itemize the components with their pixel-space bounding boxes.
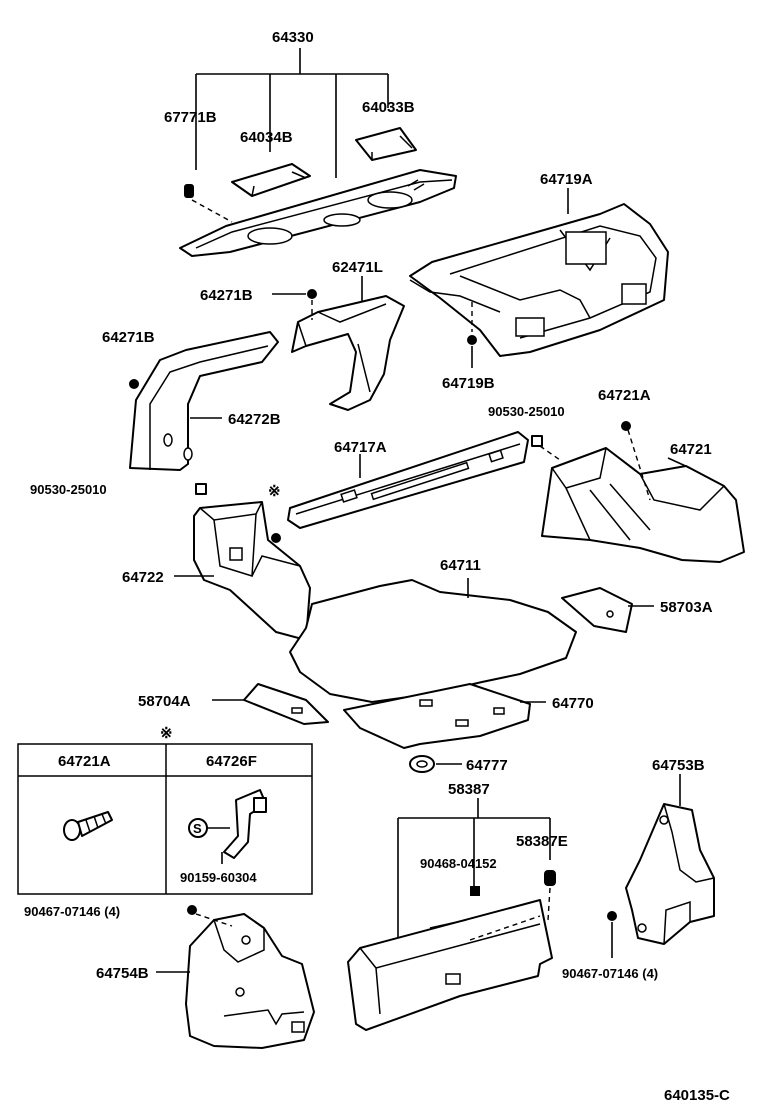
screw-icon (63, 811, 113, 841)
label-64033B: 64033B (362, 99, 415, 116)
clip-90468 (470, 886, 480, 896)
note-mark-top: ※ (268, 483, 281, 500)
floor-cover-64770 (343, 683, 531, 749)
label-64754B: 64754B (96, 965, 149, 982)
legend-col2-header: 64726F (206, 753, 257, 770)
label-64717A: 64717A (334, 439, 387, 456)
upper-side-trim-62471L (291, 295, 405, 411)
floor-pad-58703A (561, 587, 633, 633)
label-64721A: 64721A (598, 387, 651, 404)
side-trunk-trim-64721 (541, 447, 745, 563)
clip-icon (188, 789, 267, 864)
legend-s-mark: S (193, 821, 202, 836)
label-58387E: 58387E (516, 833, 568, 850)
upper-side-trim-group (272, 276, 405, 411)
clip-64271B-upper (307, 289, 317, 299)
side-cover-64753B (625, 803, 715, 945)
nut-90530-left (195, 483, 207, 495)
label-64272B: 64272B (228, 411, 281, 428)
rear-panel-group (347, 798, 556, 1031)
label-62471L: 62471L (332, 259, 383, 276)
label-64719B: 64719B (442, 375, 495, 392)
trunk-floor-mat-64711 (289, 579, 577, 703)
legend-part-no: 90159-60304 (180, 870, 257, 885)
clip-90467-right (607, 911, 617, 921)
pad-58704A-group (212, 683, 329, 725)
footer-code: 640135-C (664, 1087, 730, 1104)
speaker-cover-64034B (231, 163, 311, 197)
floor-pad-58704A (243, 683, 329, 725)
rear-trim-bar-group (287, 431, 529, 529)
rear-panel-58387 (347, 899, 553, 1031)
label-64034B: 64034B (240, 129, 293, 146)
label-90467-right: 90467-07146 (4) (562, 966, 658, 981)
grommet-group (409, 755, 462, 773)
label-67771B: 67771B (164, 109, 217, 126)
label-90530-right: 90530-25010 (488, 404, 565, 419)
label-58387: 58387 (448, 781, 490, 798)
label-90467-left: 90467-07146 (4) (24, 904, 120, 919)
lower-side-trim-group (129, 331, 279, 471)
clip-64721A-right (621, 421, 631, 431)
pad-58703A-group (561, 587, 654, 633)
label-64271B-upper: 64271B (200, 287, 253, 304)
label-64271B-lower: 64271B (102, 329, 155, 346)
label-64711: 64711 (440, 557, 481, 574)
label-64330: 64330 (272, 29, 314, 46)
clip-58387E (544, 870, 556, 886)
note-mark-legend: ※ (160, 725, 173, 742)
legend-col1-header: 64721A (58, 753, 111, 770)
clip-67771B (184, 184, 194, 198)
label-64753B: 64753B (652, 757, 705, 774)
clip-90467-left (187, 905, 197, 915)
label-58704A: 58704A (138, 693, 191, 710)
nut-90530-right (531, 435, 543, 447)
label-64722: 64722 (122, 569, 164, 586)
label-64777: 64777 (466, 757, 508, 774)
clip-64271B-lower (129, 379, 139, 389)
left-cover-group (156, 905, 315, 1049)
label-64721: 64721 (670, 441, 712, 458)
side-trunk-trim-right-group (531, 421, 745, 563)
package-tray-group (179, 48, 457, 257)
floor-cover-group (343, 683, 546, 749)
label-58703A: 58703A (660, 599, 713, 616)
label-90468: 90468-04152 (420, 856, 497, 871)
right-cover-group (607, 774, 715, 958)
rear-trim-bar-64717A (287, 431, 529, 529)
fastener-legend (17, 743, 313, 895)
trunk-mat-group (289, 578, 577, 703)
trunk-partition-group (409, 188, 669, 368)
label-90530-left: 90530-25010 (30, 482, 107, 497)
label-64719A: 64719A (540, 171, 593, 188)
clip-64719B (467, 335, 477, 345)
label-64770: 64770 (552, 695, 594, 712)
clip-64726F-note (271, 533, 281, 543)
